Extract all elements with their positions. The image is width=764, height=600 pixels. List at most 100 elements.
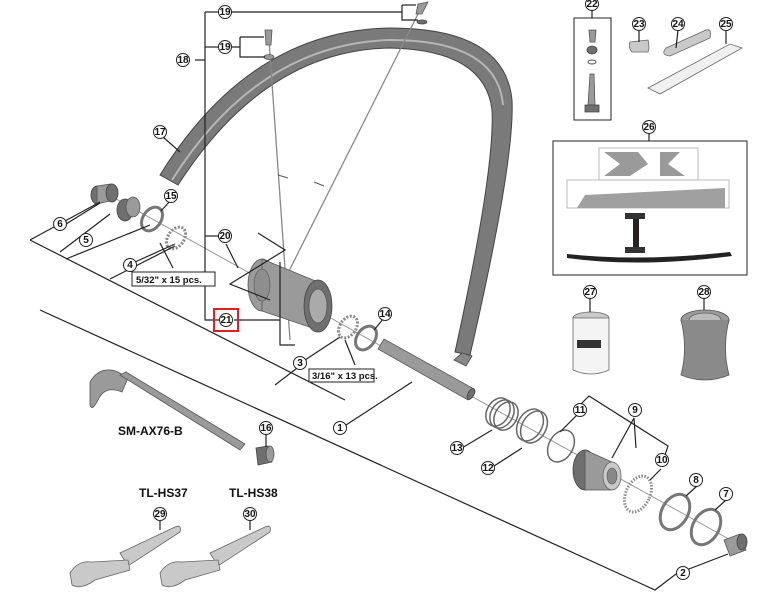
part-27-grease-jar[interactable] <box>572 311 610 375</box>
callout-13[interactable]: 13 <box>450 441 464 455</box>
axle-model-label: SM-AX76-B <box>118 424 183 438</box>
callout-29[interactable]: 29 <box>153 507 167 521</box>
callout-6[interactable]: 6 <box>53 217 67 231</box>
spoke-nipple-top[interactable] <box>263 1 429 60</box>
callout-number: 3 <box>297 358 303 369</box>
callout-22[interactable]: 22 <box>585 0 599 11</box>
callout-12[interactable]: 12 <box>481 461 495 475</box>
callout-19[interactable]: 19 <box>218 5 232 19</box>
tool-1-label: TL-HS37 <box>139 486 188 500</box>
callout-5[interactable]: 5 <box>79 233 93 247</box>
part-1-hub-axle[interactable] <box>377 338 477 401</box>
callout-circle <box>632 17 646 31</box>
ball-qty-left-text: 5/32" x 15 pcs. <box>136 275 202 286</box>
part-14-seal-ring[interactable] <box>351 322 381 354</box>
callout-20[interactable]: 20 <box>218 229 232 243</box>
part-23-valve-washer[interactable] <box>628 39 650 53</box>
callout-30[interactable]: 30 <box>243 507 257 521</box>
part-4-ball-retainer[interactable] <box>163 224 190 253</box>
callout-number: 14 <box>379 309 391 320</box>
callout-2[interactable]: 2 <box>676 566 690 580</box>
callout-24[interactable]: 24 <box>671 17 685 31</box>
part-7-spacer[interactable] <box>685 504 727 550</box>
callout-16[interactable]: 16 <box>259 421 273 435</box>
part-11-seal[interactable] <box>542 425 580 466</box>
part-25-rim-tape[interactable] <box>647 43 743 95</box>
part-28-adapter[interactable] <box>680 309 730 381</box>
part-8-seal-ring[interactable] <box>654 489 696 535</box>
callout-circle <box>218 40 232 54</box>
callout-circle <box>481 461 495 475</box>
callout-number: 10 <box>656 455 668 466</box>
callout-number: 4 <box>127 260 133 271</box>
callout-circle <box>719 487 733 501</box>
callout-circle <box>153 125 167 139</box>
callout-27[interactable]: 27 <box>583 285 597 299</box>
part-10-ratchet-ring[interactable] <box>619 472 657 517</box>
callout-21[interactable]: 21 <box>219 313 233 327</box>
callout-15[interactable]: 15 <box>164 189 178 203</box>
part-16-axle-nut[interactable] <box>255 445 275 466</box>
ball-qty-left: 5/32" x 15 pcs. <box>131 271 216 287</box>
thru-axle-sm-ax76-b[interactable] <box>89 369 246 451</box>
callout-number: 1 <box>337 423 343 434</box>
tool-tl-hs38[interactable] <box>159 525 271 588</box>
part-5-cone[interactable] <box>116 196 141 222</box>
callout-number: 15 <box>165 191 177 202</box>
callout-circle <box>450 441 464 455</box>
callout-circle <box>583 285 597 299</box>
callout-circle <box>164 189 178 203</box>
part-12-seal[interactable] <box>511 404 553 447</box>
callout-4[interactable]: 4 <box>123 258 137 272</box>
callout-number: 8 <box>693 475 699 486</box>
tool-tl-hs37[interactable] <box>69 525 181 588</box>
callout-7[interactable]: 7 <box>719 487 733 501</box>
callout-circle <box>293 356 307 370</box>
callout-circle <box>585 0 599 11</box>
part-24-spoke-wrench[interactable] <box>663 29 711 57</box>
callout-9[interactable]: 9 <box>628 403 642 417</box>
callout-number: 11 <box>575 405 586 416</box>
callout-circle <box>676 566 690 580</box>
callout-18[interactable]: 18 <box>176 53 190 67</box>
callout-number: 26 <box>643 122 655 133</box>
callout-circle <box>573 403 587 417</box>
callout-number: 2 <box>680 568 686 579</box>
callout-circle <box>628 403 642 417</box>
part-6-end-cap[interactable] <box>90 183 119 205</box>
rim[interactable] <box>159 27 513 367</box>
part-26-decal-set[interactable] <box>552 140 748 276</box>
callout-17[interactable]: 17 <box>153 125 167 139</box>
callout-number: 20 <box>219 231 231 242</box>
callout-11[interactable]: 11 <box>573 403 587 417</box>
callout-number: 7 <box>723 489 729 500</box>
callout-circle <box>689 473 703 487</box>
callout-number: 30 <box>244 509 256 520</box>
part-9-freehub-body[interactable] <box>572 449 622 491</box>
part-13-spring[interactable] <box>481 394 523 435</box>
callout-circle <box>243 507 257 521</box>
callout-1[interactable]: 1 <box>333 421 347 435</box>
callout-23[interactable]: 23 <box>632 17 646 31</box>
callout-26[interactable]: 26 <box>642 120 656 134</box>
callout-circle <box>719 17 733 31</box>
callout-19[interactable]: 19 <box>218 40 232 54</box>
callout-28[interactable]: 28 <box>697 285 711 299</box>
callout-10[interactable]: 10 <box>655 453 669 467</box>
callout-circle <box>53 217 67 231</box>
ball-qty-right-text: 3/16" x 13 pcs. <box>312 371 378 382</box>
hub-body[interactable] <box>247 258 333 333</box>
part-2-end-cap[interactable] <box>723 533 748 557</box>
callout-circle <box>176 53 190 67</box>
callout-number: 29 <box>154 509 166 520</box>
callout-8[interactable]: 8 <box>689 473 703 487</box>
callout-circle <box>378 307 392 321</box>
part-15-seal-ring[interactable] <box>137 203 167 235</box>
part-3-ball-retainer[interactable] <box>335 313 362 342</box>
callout-3[interactable]: 3 <box>293 356 307 370</box>
callout-25[interactable]: 25 <box>719 17 733 31</box>
callout-14[interactable]: 14 <box>378 307 392 321</box>
part-22-valve-box[interactable] <box>573 17 612 121</box>
callout-number: 19 <box>219 42 231 53</box>
